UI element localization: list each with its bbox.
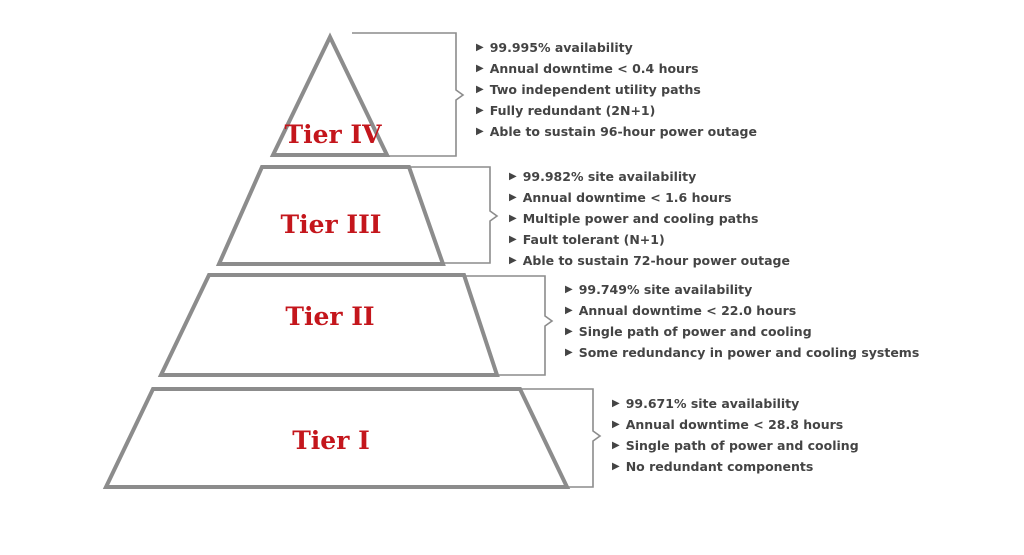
bullet-triangle-icon: ▶ [509, 171, 517, 182]
bullet-triangle-icon: ▶ [612, 460, 620, 472]
bullet-triangle-icon: ▶ [476, 83, 484, 95]
list-item: ▶99.671% site availability [612, 394, 859, 415]
tier-3-bullet-list: ▶99.982% site availability ▶Annual downt… [509, 167, 790, 271]
bullet-triangle-icon: ▶ [476, 62, 484, 74]
bullet-triangle-icon: ▶ [565, 284, 573, 295]
tier-4-label: Tier IV [285, 120, 383, 149]
tier-4-brace [352, 32, 465, 157]
bullet-triangle-icon: ▶ [565, 304, 573, 316]
list-item: ▶99.982% site availability [509, 167, 790, 188]
tier-4-shape [269, 32, 391, 157]
bullet-triangle-icon: ▶ [612, 398, 620, 409]
tier-1-bullet-list: ▶99.671% site availability ▶Annual downt… [612, 394, 859, 478]
bullet-triangle-icon: ▶ [476, 125, 484, 137]
tier-3-brace [410, 166, 499, 264]
bullet-triangle-icon: ▶ [476, 42, 484, 53]
list-item: ▶Fully redundant (2N+1) [476, 101, 757, 122]
bullet-triangle-icon: ▶ [509, 233, 517, 245]
list-item: ▶Fault tolerant (N+1) [509, 230, 790, 251]
list-item: ▶Annual downtime < 1.6 hours [509, 188, 790, 209]
list-item: ▶Annual downtime < 0.4 hours [476, 59, 757, 80]
bullet-triangle-icon: ▶ [565, 325, 573, 337]
list-item: ▶Annual downtime < 28.8 hours [612, 415, 859, 436]
list-item: ▶Annual downtime < 22.0 hours [565, 301, 919, 322]
tier-3-label: Tier III [281, 210, 382, 239]
list-item: ▶Two independent utility paths [476, 80, 757, 101]
list-item: ▶99.749% site availability [565, 280, 919, 301]
tier-1-shape [102, 387, 571, 489]
list-item: ▶Able to sustain 96-hour power outage [476, 122, 757, 143]
bullet-triangle-icon: ▶ [612, 439, 620, 451]
tier-2-bullet-list: ▶99.749% site availability ▶Annual downt… [565, 280, 919, 364]
bullet-triangle-icon: ▶ [509, 212, 517, 224]
list-item: ▶Multiple power and cooling paths [509, 209, 790, 230]
bullet-triangle-icon: ▶ [565, 346, 573, 358]
tier-1-brace [521, 388, 602, 488]
list-item: ▶99.995% availability [476, 38, 757, 59]
tier-4-bullet-list: ▶99.995% availability ▶Annual downtime <… [476, 38, 757, 142]
list-item: ▶Single path of power and cooling [565, 322, 919, 343]
tier-1-label: Tier I [292, 426, 370, 455]
tier-3-shape [215, 165, 446, 266]
list-item: ▶Able to sustain 72-hour power outage [509, 251, 790, 272]
bullet-triangle-icon: ▶ [476, 104, 484, 116]
list-item: ▶Single path of power and cooling [612, 436, 859, 457]
tier-2-brace [465, 275, 554, 376]
bullet-triangle-icon: ▶ [612, 418, 620, 430]
bullet-triangle-icon: ▶ [509, 191, 517, 203]
bullet-triangle-icon: ▶ [509, 254, 517, 266]
tier-2-label: Tier II [285, 302, 374, 331]
list-item: ▶No redundant components [612, 457, 859, 478]
list-item: ▶Some redundancy in power and cooling sy… [565, 343, 919, 364]
